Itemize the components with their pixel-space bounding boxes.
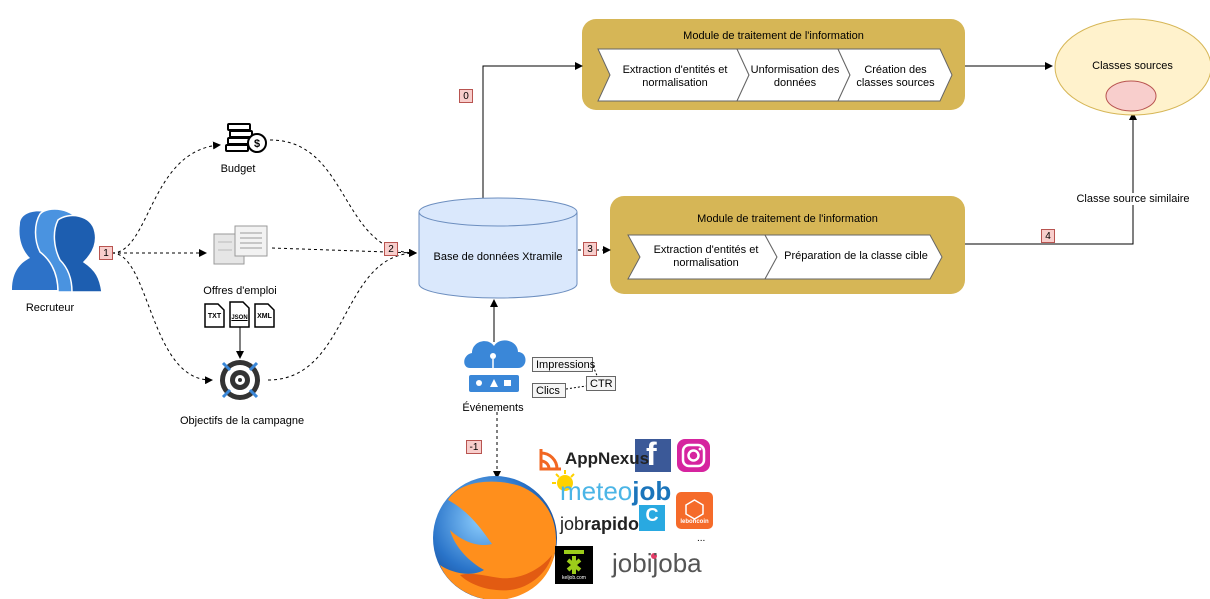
keljob-icon xyxy=(555,546,593,584)
job-offers-label: Offres d'emploi xyxy=(203,285,277,297)
svg-text:$: $ xyxy=(254,138,260,150)
database-label: Base de données Xtramile xyxy=(433,251,563,263)
flow-recruiter-budget xyxy=(111,141,221,254)
xml-format-label: XML xyxy=(257,313,272,320)
module-top-stage-1: Extraction d'entités et normalisation xyxy=(622,64,728,89)
step-marker-4: 4 xyxy=(1041,229,1055,243)
flow-budget-db xyxy=(269,139,417,257)
events-icon xyxy=(464,340,526,392)
globe-icon xyxy=(433,476,557,599)
step-marker-0: 0 xyxy=(459,89,473,103)
objectives-label: Objectifs de la campagne xyxy=(180,415,305,427)
jobrapido-logo-part-2: rapido xyxy=(584,514,640,534)
txt-format-label: TXT xyxy=(207,313,222,320)
classes-ellipse xyxy=(1054,18,1210,116)
flow-db-module-top xyxy=(482,62,583,200)
module-top-chevrons xyxy=(597,48,953,102)
jobijoba-logo: jobijoba xyxy=(612,548,702,578)
file-format-icons xyxy=(204,301,275,328)
appnexus-icon xyxy=(539,449,561,471)
flow-module-similar xyxy=(965,112,1137,245)
flow-clics-ctr xyxy=(565,385,587,390)
jobrapido-logo-part-1: job xyxy=(560,514,585,534)
recruiter-label: Recruteur xyxy=(25,302,75,314)
keljob-logo: keljob.com xyxy=(562,575,586,581)
database-cylinder xyxy=(418,197,578,299)
jobijoba-dot-icon xyxy=(651,553,657,559)
module-top-stage-2: Unformisation des données xyxy=(750,64,840,89)
module-top-stage-3: Création des classes sources xyxy=(856,64,935,89)
budget-icon: $ xyxy=(225,123,267,153)
step-marker-minus-1: -1 xyxy=(466,440,482,454)
facebook-icon xyxy=(635,439,671,472)
inner-class-ellipse xyxy=(1105,80,1157,112)
module-bottom-stage-1: Extraction d'entités et normalisation xyxy=(653,244,759,269)
meteojob-logo-part-1: meteo xyxy=(560,476,633,506)
meteojob-sun-icon xyxy=(552,470,575,491)
step-marker-1: 1 xyxy=(99,246,113,260)
job-offers-icon xyxy=(213,225,268,265)
leboncoin-icon xyxy=(676,492,713,529)
step-marker-2: 2 xyxy=(384,242,398,256)
budget-label: Budget xyxy=(220,163,256,175)
meteojob-logo-part-2: job xyxy=(632,476,672,506)
clics-box: Clics xyxy=(532,383,566,398)
jobrapido-logo: jobrapido xyxy=(560,514,639,535)
cadremploi-icon xyxy=(639,505,665,531)
appnexus-logo: AppNexus xyxy=(565,449,650,468)
similar-class-label: Classe source similaire xyxy=(1070,193,1196,205)
classes-label: Classes sources xyxy=(1092,60,1173,72)
facebook-logo: f xyxy=(646,436,657,472)
flow-objectives-db xyxy=(267,249,417,381)
cadremploi-logo: C xyxy=(645,505,659,525)
instagram-icon xyxy=(677,439,710,472)
leboncoin-logo: leboncoin xyxy=(680,519,709,525)
meteojob-logo: meteojob xyxy=(560,476,671,507)
more-sources-label: ... xyxy=(697,533,706,544)
step-marker-3: 3 xyxy=(583,242,597,256)
events-label: Événements xyxy=(462,402,524,414)
recruiter-icon xyxy=(12,208,103,293)
ctr-box: CTR xyxy=(586,376,616,391)
module-bottom-stage-2: Préparation de la classe cible xyxy=(784,250,928,262)
target-icon xyxy=(220,360,260,400)
json-format-label: JSON xyxy=(231,315,248,321)
impressions-box: Impressions xyxy=(532,357,595,372)
flow-recruiter-objectives xyxy=(111,252,213,385)
module-bottom-chevrons xyxy=(627,234,943,280)
